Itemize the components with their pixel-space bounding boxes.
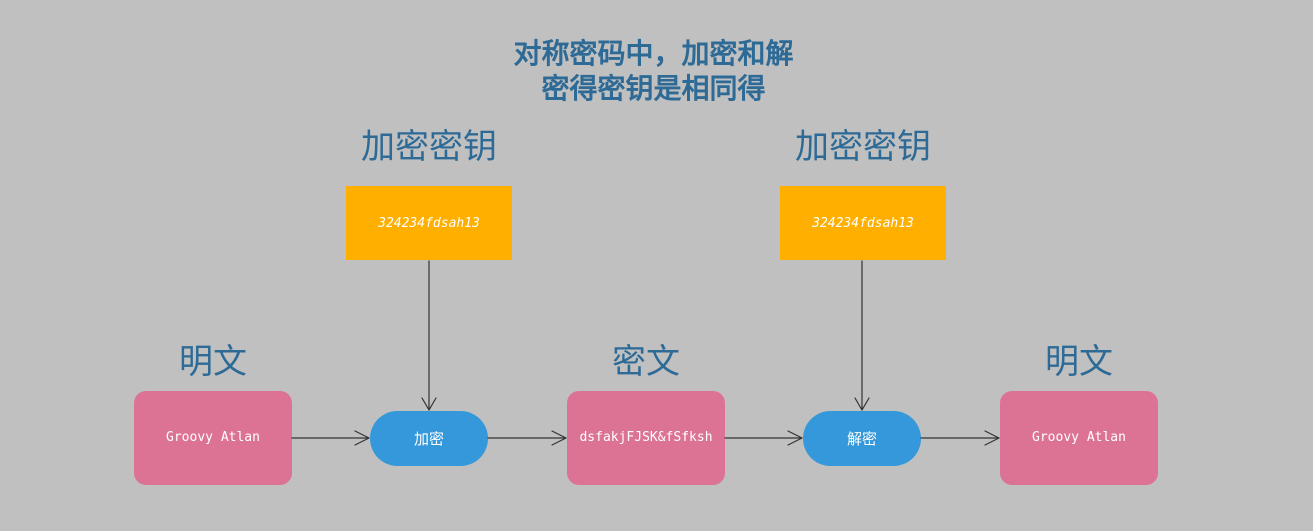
decrypt-operation-label: 解密 xyxy=(846,430,877,448)
ciphertext-value: dsfakjFJSK&fSfksh xyxy=(579,430,713,445)
encrypt-operation: 加密 xyxy=(370,411,488,466)
plaintext-output-heading: 明文 xyxy=(1045,342,1113,382)
plaintext-input-heading: 明文 xyxy=(179,342,247,382)
plaintext-input-value: Groovy Atlan xyxy=(166,430,260,445)
plaintext-output-value: Groovy Atlan xyxy=(1032,430,1126,445)
decrypt-key-box: 324234fdsah13 xyxy=(780,186,946,260)
decrypt-key-value: 324234fdsah13 xyxy=(812,215,914,231)
encrypt-key-box: 324234fdsah13 xyxy=(346,186,512,260)
decrypt-to-plaintext-arrowhead xyxy=(984,430,1000,446)
diagram-title-line-2: 密得密钥是相同得 xyxy=(541,72,766,105)
encrypt-operation-label: 加密 xyxy=(413,430,444,448)
encrypt-to-ciphertext-arrowhead xyxy=(551,430,567,446)
plaintext-output-box: Groovy Atlan xyxy=(1000,391,1158,485)
decrypt-key-heading: 加密密钥 xyxy=(795,127,931,167)
ciphertext-box: dsfakjFJSK&fSfksh xyxy=(567,391,725,485)
diagram-title-line-1: 对称密码中，加密和解 xyxy=(513,37,794,70)
encrypt-key-heading: 加密密钥 xyxy=(361,127,497,167)
plaintext-input-box: Groovy Atlan xyxy=(134,391,292,485)
decrypt-operation: 解密 xyxy=(803,411,921,466)
plaintext-to-encrypt-arrowhead xyxy=(354,430,370,446)
encrypt-key-value: 324234fdsah13 xyxy=(378,215,480,231)
ciphertext-heading: 密文 xyxy=(612,342,680,382)
encrypt-key-arrowhead xyxy=(421,397,437,411)
decrypt-key-arrowhead xyxy=(854,397,870,411)
ciphertext-to-decrypt-arrowhead xyxy=(787,430,803,446)
